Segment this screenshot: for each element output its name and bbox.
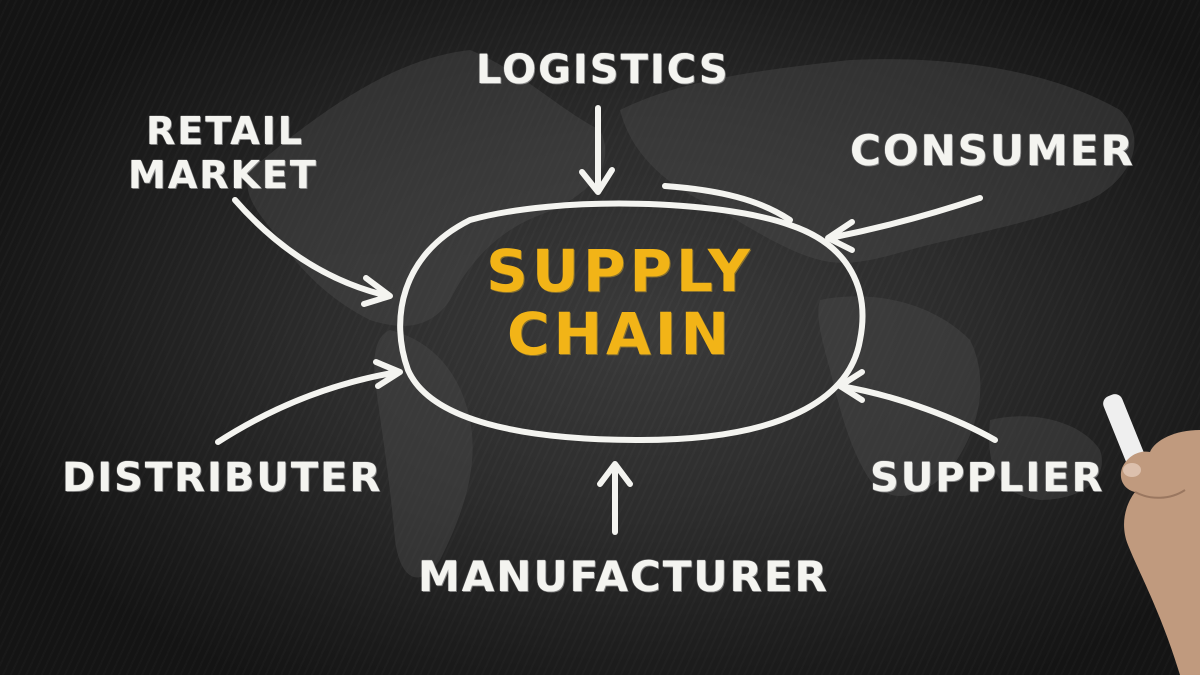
node-consumer: CONSUMER	[850, 126, 1135, 175]
center-ellipse	[397, 200, 866, 443]
retail-market-line-1: RETAIL	[146, 109, 304, 153]
node-manufacturer: MANUFACTURER	[418, 552, 829, 601]
node-distributer: DISTRIBUTER	[62, 455, 383, 501]
center-line-1: SUPPLY	[486, 237, 754, 305]
node-logistics: LOGISTICS	[476, 47, 730, 93]
node-supplier: SUPPLIER	[870, 455, 1105, 501]
center-line-2: CHAIN	[506, 299, 734, 368]
supply-chain-title: SUPPLY CHAIN	[450, 240, 790, 365]
retail-market-line-2: MARKET	[128, 152, 318, 197]
hand-icon	[1120, 430, 1200, 675]
node-retail-market: RETAIL MARKET	[128, 109, 318, 197]
